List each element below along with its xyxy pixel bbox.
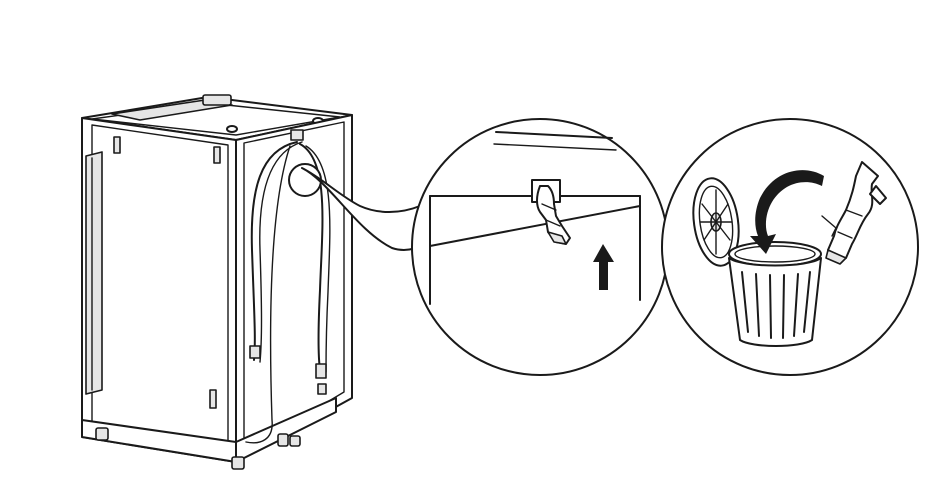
foot (231, 456, 245, 470)
transport-bracket (290, 129, 304, 141)
detail-bracket-removal (411, 118, 669, 376)
foot (95, 427, 109, 441)
side-trim-strip (85, 151, 103, 395)
trash-bin-icon (728, 241, 822, 347)
appliance-rear-view (81, 94, 353, 470)
foot (289, 435, 301, 447)
curved-arrow-icon (750, 170, 824, 254)
trash-bin-lid (692, 177, 740, 267)
detail-discard-bracket (661, 118, 919, 376)
bracket-clip-icon (536, 185, 571, 245)
appliance-side-panel (81, 117, 237, 463)
foot (277, 433, 289, 447)
bracket-clip-icon (821, 161, 887, 265)
up-arrow-icon (593, 244, 614, 290)
hoses (245, 141, 331, 444)
detail-circle-1 (411, 118, 669, 376)
top-rail (111, 99, 233, 121)
